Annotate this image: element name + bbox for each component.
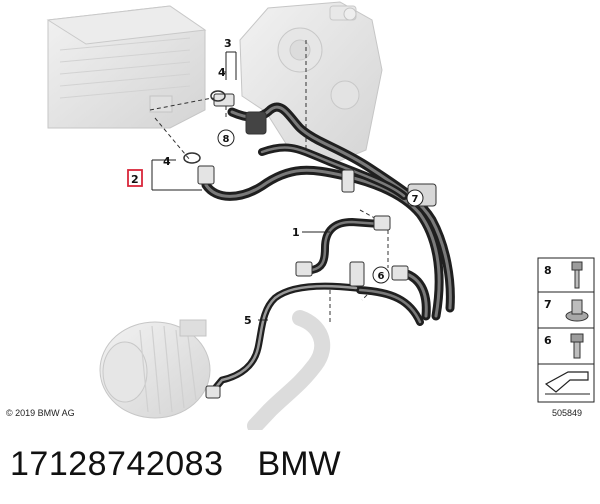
- svg-text:8: 8: [223, 134, 230, 145]
- callout-3: 3: [224, 37, 232, 50]
- svg-text:8: 8: [544, 264, 552, 277]
- ghost-hose: [247, 310, 331, 430]
- copyright-text: © 2019 BMW AG: [6, 408, 75, 418]
- callout-1: 1: [292, 226, 300, 239]
- svg-text:6: 6: [378, 271, 385, 282]
- bolt-icon: [570, 333, 584, 359]
- ghost-alternator: [99, 319, 211, 419]
- callout-5: 5: [244, 314, 252, 327]
- callout-2-bracket: [151, 159, 202, 191]
- clip-nut-icon: [565, 299, 589, 322]
- callout-4b: 4: [163, 155, 171, 168]
- hose-fittings: [197, 93, 437, 399]
- ghost-engine-block: [239, 1, 383, 166]
- legend-row-6: 6: [544, 333, 584, 359]
- callout-circle-8: 8: [217, 129, 235, 147]
- svg-text:7: 7: [544, 298, 552, 311]
- brand-name: BMW: [257, 444, 341, 483]
- svg-text:7: 7: [412, 194, 419, 205]
- legend-row-7: 7: [544, 298, 589, 322]
- svg-text:6: 6: [544, 334, 552, 347]
- callout-3-bracket: [225, 51, 237, 80]
- legend-row-8: 8: [544, 261, 583, 289]
- callout-4a: 4: [218, 66, 226, 79]
- diagram-number: 505849: [552, 408, 582, 418]
- callout-circle-6: 6: [372, 266, 390, 284]
- o-ring-upper: [210, 90, 226, 102]
- o-ring-lower: [183, 152, 201, 164]
- arrow-icon: [544, 371, 590, 395]
- ghost-heat-exchanger: [46, 5, 207, 129]
- parts-diagram: 3 4 4 1 5 2 8 7 6 © 2019 BMW AG 505849 8: [6, 1, 595, 430]
- callout-circle-7: 7: [406, 189, 424, 207]
- legend-panel: 8 7 6: [537, 257, 595, 403]
- part-caption: 17128742083 BMW: [10, 440, 590, 488]
- svg-text:2: 2: [131, 173, 139, 186]
- callout-2-highlight: 2: [127, 169, 143, 187]
- bolt-icon: [571, 261, 583, 289]
- part-number: 17128742083: [10, 444, 224, 483]
